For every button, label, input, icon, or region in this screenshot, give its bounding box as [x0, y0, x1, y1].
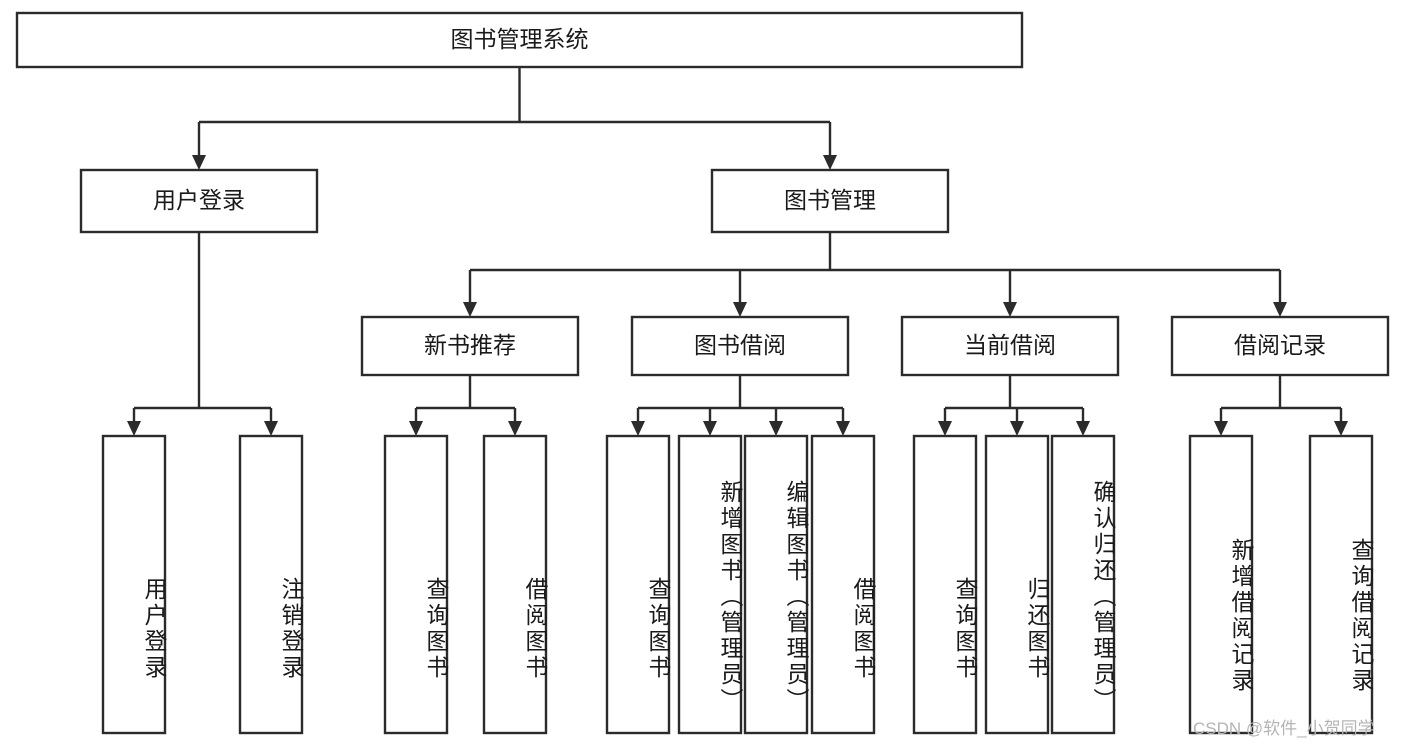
arrow-head-icon — [127, 421, 141, 436]
node-box — [1050, 434, 1116, 735]
watermark-text: CSDN @软件_小贺同学 — [1193, 719, 1375, 738]
connector-layer — [127, 67, 1348, 436]
node-box — [710, 168, 950, 234]
node-borrow-record[interactable]: 借阅记录 — [1170, 315, 1390, 377]
node-label: 用户登录 — [153, 187, 245, 213]
node-box — [605, 434, 671, 735]
node-box — [383, 434, 449, 735]
arrow-head-icon — [192, 155, 206, 170]
node-box — [810, 434, 876, 735]
node-box — [984, 434, 1050, 735]
node-leaf-confirm-return[interactable] — [1050, 434, 1116, 735]
node-root[interactable]: 图书管理系统 — [15, 11, 1024, 69]
node-box — [238, 434, 304, 735]
arrow-head-icon — [836, 421, 850, 436]
arrow-head-icon — [1334, 421, 1348, 436]
node-leaf-query-book-1[interactable] — [383, 434, 449, 735]
node-label: 新书推荐 — [424, 332, 516, 358]
arrow-head-icon — [1273, 302, 1287, 317]
node-box — [677, 434, 743, 735]
node-box — [15, 11, 1024, 69]
arrow-head-icon — [508, 421, 522, 436]
arrow-head-icon — [823, 155, 837, 170]
node-leaf-query-book-3[interactable] — [912, 434, 978, 735]
node-label: 借阅记录 — [1234, 332, 1326, 358]
node-box — [900, 315, 1120, 377]
node-book-borrow[interactable]: 图书借阅 — [630, 315, 850, 377]
arrow-head-icon — [409, 421, 423, 436]
node-leaf-add-record[interactable] — [1188, 434, 1254, 735]
node-box — [1170, 315, 1390, 377]
arrow-head-icon — [1010, 421, 1024, 436]
node-leaf-borrow-book-1[interactable] — [482, 434, 548, 735]
node-label: 当前借阅 — [964, 332, 1056, 358]
arrow-head-icon — [264, 421, 278, 436]
node-box — [1308, 434, 1374, 735]
node-leaf-user-logout[interactable] — [238, 434, 304, 735]
arrow-head-icon — [703, 421, 717, 436]
node-box — [1188, 434, 1254, 735]
arrow-head-icon — [769, 421, 783, 436]
arrow-head-icon — [463, 302, 477, 317]
node-leaf-borrow-book-2[interactable] — [810, 434, 876, 735]
arrow-head-icon — [631, 421, 645, 436]
node-book-manage[interactable]: 图书管理 — [710, 168, 950, 234]
node-box — [101, 434, 167, 735]
node-leaf-query-record[interactable] — [1308, 434, 1374, 735]
node-label: 图书管理 — [784, 187, 876, 213]
node-box — [360, 315, 580, 377]
node-box — [630, 315, 850, 377]
arrow-head-icon — [733, 302, 747, 317]
arrow-head-icon — [938, 421, 952, 436]
node-label: 图书借阅 — [694, 332, 786, 358]
node-user-login[interactable]: 用户登录 — [79, 168, 319, 234]
node-leaf-add-book[interactable] — [677, 434, 743, 735]
arrow-head-icon — [1214, 421, 1228, 436]
node-new-book-rec[interactable]: 新书推荐 — [360, 315, 580, 377]
arrow-head-icon — [1003, 302, 1017, 317]
node-leaf-user-login[interactable] — [101, 434, 167, 735]
node-box — [912, 434, 978, 735]
node-leaf-query-book-2[interactable] — [605, 434, 671, 735]
node-box — [79, 168, 319, 234]
node-current-borrow[interactable]: 当前借阅 — [900, 315, 1120, 377]
node-leaf-edit-book[interactable] — [743, 434, 809, 735]
node-box — [743, 434, 809, 735]
node-leaf-return-book[interactable] — [984, 434, 1050, 735]
node-label: 图书管理系统 — [451, 26, 589, 52]
arrow-head-icon — [1076, 421, 1090, 436]
node-box — [482, 434, 548, 735]
